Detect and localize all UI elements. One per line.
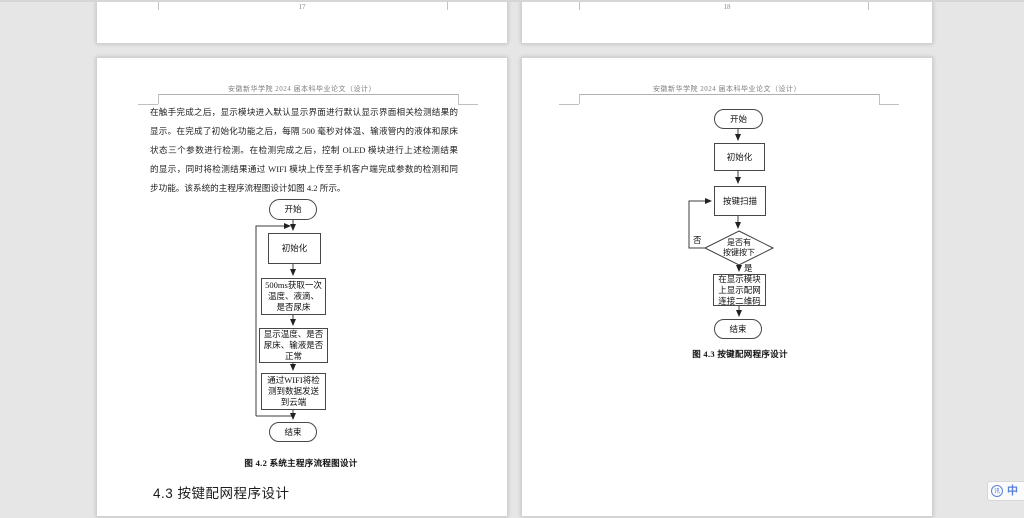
paragraph-line: 显示。在完成了初始化功能之后，每隔 500 毫秒对体温、输液管内的液体和尿床 <box>150 126 458 136</box>
flow-start-node[interactable]: 开始 <box>269 199 317 220</box>
flow-sample-node[interactable]: 500ms获取一次 温度、液滴、 是否尿床 <box>261 278 326 315</box>
header-underline <box>158 94 458 95</box>
margin-tick <box>447 1 448 10</box>
flow-wifi-node[interactable]: 通过WIFI将检 测到数据发送 到云端 <box>261 373 326 410</box>
decision-no-label: 否 <box>693 235 702 245</box>
ime-logo-icon[interactable]: 讯 <box>991 485 1003 497</box>
section-heading-4-3: 4.3 按键配网程序设计 <box>153 486 290 501</box>
ime-toolbar[interactable]: 讯 中 <box>987 481 1024 501</box>
flow-decision-node[interactable]: 是否有 按键按下 <box>723 238 755 257</box>
flow-start-node[interactable]: 开始 <box>714 109 763 129</box>
crop-mark <box>138 104 158 105</box>
ime-chinese-mode-icon[interactable]: 中 <box>1007 485 1018 497</box>
flow-init-node[interactable]: 初始化 <box>714 143 765 171</box>
crop-mark <box>158 94 159 104</box>
crop-mark <box>879 104 899 105</box>
margin-tick <box>158 1 159 10</box>
flow-init-node[interactable]: 初始化 <box>268 233 321 264</box>
document-page-right[interactable]: 安徽新华学院 2024 届本科毕业论文（设计） 开始 初始化 按键扫描 是否有 … <box>521 57 933 517</box>
crop-mark <box>458 94 459 104</box>
flow-display-node[interactable]: 显示温度、是否 尿床、输液是否 正常 <box>259 328 328 363</box>
flow-keyscan-node[interactable]: 按键扫描 <box>714 186 766 216</box>
paragraph-line: 在触手完成之后，显示模块进入默认显示界面进行默认显示界面相关检测结果的 <box>150 107 458 117</box>
page-header-text: 安徽新华学院 2024 届本科毕业论文（设计） <box>228 85 376 93</box>
crop-mark <box>579 94 580 104</box>
page-number-17: 17 <box>298 3 306 11</box>
flow-end-node[interactable]: 结束 <box>269 422 317 442</box>
document-page-left[interactable]: 安徽新华学院 2024 届本科毕业论文（设计） 在触手完成之后，显示模块进入默认… <box>96 57 508 517</box>
crop-mark <box>458 104 478 105</box>
flow-end-node[interactable]: 结束 <box>714 319 762 339</box>
body-paragraph[interactable]: 在触手完成之后，显示模块进入默认显示界面进行默认显示界面相关检测结果的 显示。在… <box>150 103 458 198</box>
figure-4-2-caption: 图 4.2 系统主程序流程图设计 <box>244 458 358 468</box>
decision-yes-label: 是 <box>744 263 753 273</box>
crop-mark <box>559 104 579 105</box>
margin-tick <box>868 1 869 10</box>
crop-mark <box>879 94 880 104</box>
paragraph-line: 步功能。该系统的主程序流程图设计如图 4.2 所示。 <box>150 183 346 193</box>
flow-showqr-node[interactable]: 在显示模块 上显示配网 连接二维码 <box>713 274 766 306</box>
margin-tick <box>579 1 580 10</box>
window-top-edge <box>0 0 1024 2</box>
page-number-18: 18 <box>723 3 731 11</box>
figure-4-3-caption: 图 4.3 按键配网程序设计 <box>692 349 788 359</box>
page-header-text: 安徽新华学院 2024 届本科毕业论文（设计） <box>653 85 801 93</box>
paragraph-line: 的显示，同时将检测结果通过 WIFI 模块上传至手机客户端完成参数的检测和同 <box>150 164 458 174</box>
page-18-bottom[interactable]: 18 <box>521 0 933 44</box>
header-underline <box>579 94 879 95</box>
page-17-bottom[interactable]: 17 <box>96 0 508 44</box>
paragraph-line: 状态三个参数进行检测。在检测完成之后，控制 OLED 模块进行上述检测结果 <box>150 145 458 155</box>
